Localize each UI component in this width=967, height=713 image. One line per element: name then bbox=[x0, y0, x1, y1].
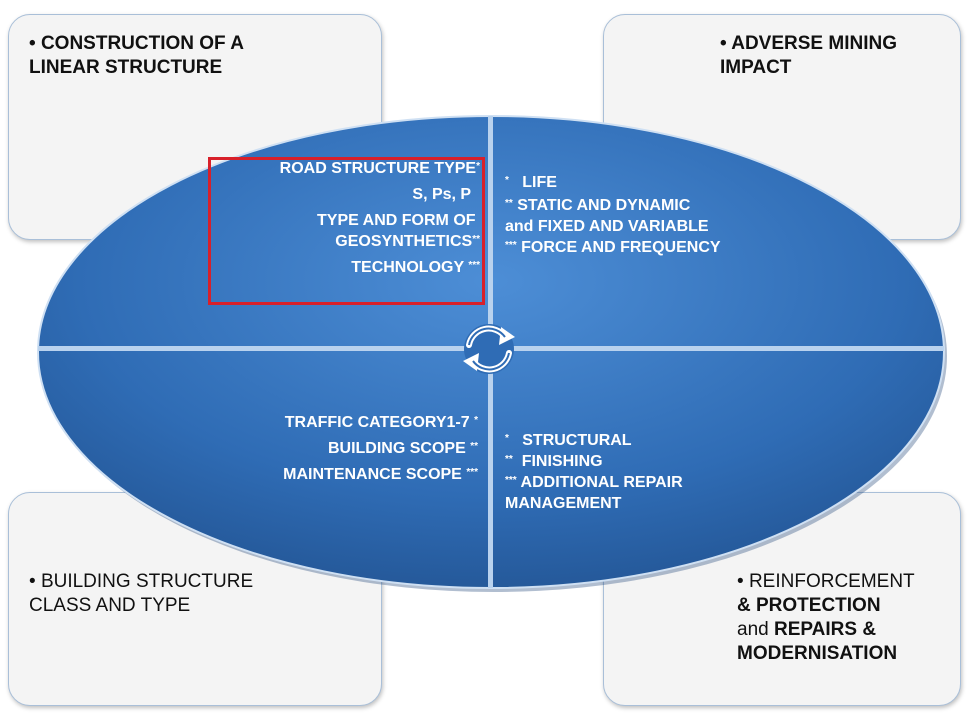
footnote-mark: ** bbox=[472, 234, 480, 245]
footnote-mark: * bbox=[505, 433, 509, 444]
quadrant-line: *** FORCE AND FREQUENCY bbox=[505, 237, 805, 258]
bullet: • bbox=[29, 571, 36, 592]
refresh-cycle-icon bbox=[463, 324, 515, 374]
bullet: • bbox=[29, 33, 36, 54]
line-text: and FIXED AND VARIABLE bbox=[505, 218, 709, 235]
footnote-mark: * bbox=[474, 415, 478, 426]
line-text: TECHNOLOGY bbox=[351, 259, 464, 276]
quadrant-road-structure: ROAD STRUCTURE TYPE* S, Ps, P TYPE AND F… bbox=[212, 158, 480, 283]
quadrant-line: TECHNOLOGY *** bbox=[212, 257, 480, 278]
quadrant-line: BUILDING SCOPE ** bbox=[196, 438, 478, 459]
quadrant-line: * LIFE bbox=[505, 172, 805, 193]
line-text: GEOSYNTHETICS bbox=[335, 233, 473, 250]
quadrant-line: TRAFFIC CATEGORY1-7 * bbox=[196, 412, 478, 433]
line-text: ADDITIONAL REPAIR bbox=[520, 474, 683, 491]
footnote-mark: *** bbox=[466, 467, 478, 478]
quadrant-line: MANAGEMENT bbox=[505, 493, 805, 514]
quadrant-repairs: * STRUCTURAL ** FINISHING *** ADDITIONAL… bbox=[505, 430, 805, 514]
corner-text-building-class: • BUILDING STRUCTURE CLASS AND TYPE bbox=[29, 570, 309, 618]
corner-label: ADVERSE MINING IMPACT bbox=[720, 33, 897, 78]
quadrant-line: * STRUCTURAL bbox=[505, 430, 805, 451]
line-text: ROAD STRUCTURE TYPE bbox=[279, 160, 477, 177]
line-text: STRUCTURAL bbox=[522, 432, 632, 449]
quadrant-line: GEOSYNTHETICS** bbox=[212, 231, 480, 252]
footnote-mark: * bbox=[476, 161, 480, 172]
quadrant-line: TYPE AND FORM OF bbox=[212, 210, 480, 231]
quadrant-line: S, Ps, P bbox=[212, 184, 480, 205]
corner-label: BUILDING STRUCTURE CLASS AND TYPE bbox=[29, 571, 254, 616]
bullet: • bbox=[720, 33, 727, 54]
quadrant-line: ROAD STRUCTURE TYPE* bbox=[212, 158, 480, 179]
line-text: FINISHING bbox=[521, 453, 603, 470]
corner-text-mining-impact: • ADVERSE MINING IMPACT bbox=[720, 32, 960, 80]
line-text: S, Ps, P bbox=[412, 186, 472, 203]
corner-text-construction: • CONSTRUCTION OF A LINEAR STRUCTURE bbox=[29, 32, 309, 80]
line-text: LIFE bbox=[522, 174, 557, 191]
quadrant-adverse-impact: * LIFE ** STATIC AND DYNAMIC and FIXED A… bbox=[505, 172, 805, 258]
footnote-mark: *** bbox=[468, 260, 480, 271]
footnote-mark: ** bbox=[505, 454, 513, 465]
corner-label: CONSTRUCTION OF A LINEAR STRUCTURE bbox=[29, 33, 244, 78]
line-text: BUILDING SCOPE bbox=[327, 440, 466, 457]
quadrant-traffic: TRAFFIC CATEGORY1-7 * BUILDING SCOPE ** … bbox=[196, 412, 478, 490]
corner-label-part2: & PROTECTION bbox=[737, 595, 881, 616]
footnote-mark: * bbox=[505, 175, 509, 186]
footnote-mark: ** bbox=[505, 198, 513, 209]
quadrant-line: MAINTENANCE SCOPE *** bbox=[196, 464, 478, 485]
corner-label-part1: REINFORCEMENT bbox=[748, 571, 915, 592]
quadrant-line: and FIXED AND VARIABLE bbox=[505, 216, 805, 237]
line-text: TYPE AND FORM OF bbox=[317, 212, 476, 229]
footnote-mark: *** bbox=[505, 240, 517, 251]
bullet: • bbox=[737, 571, 744, 592]
line-text: MANAGEMENT bbox=[505, 495, 622, 512]
quadrant-line: ** STATIC AND DYNAMIC bbox=[505, 195, 805, 216]
corner-label-part5: MODERNISATION bbox=[737, 643, 898, 664]
highlight-frame bbox=[208, 157, 485, 305]
corner-text-reinforcement: • REINFORCEMENT & PROTECTION and REPAIRS… bbox=[737, 570, 962, 666]
quadrant-line: *** ADDITIONAL REPAIR bbox=[505, 472, 805, 493]
corner-label-part3: and bbox=[737, 619, 769, 640]
line-text: STATIC AND DYNAMIC bbox=[517, 197, 691, 214]
line-text: TRAFFIC CATEGORY1-7 bbox=[284, 414, 470, 431]
line-text: FORCE AND FREQUENCY bbox=[521, 239, 721, 256]
quadrant-line: ** FINISHING bbox=[505, 451, 805, 472]
corner-label-part4: REPAIRS & bbox=[773, 619, 877, 640]
line-text: MAINTENANCE SCOPE bbox=[283, 466, 462, 483]
footnote-mark: *** bbox=[505, 475, 517, 486]
footnote-mark: ** bbox=[470, 441, 478, 452]
